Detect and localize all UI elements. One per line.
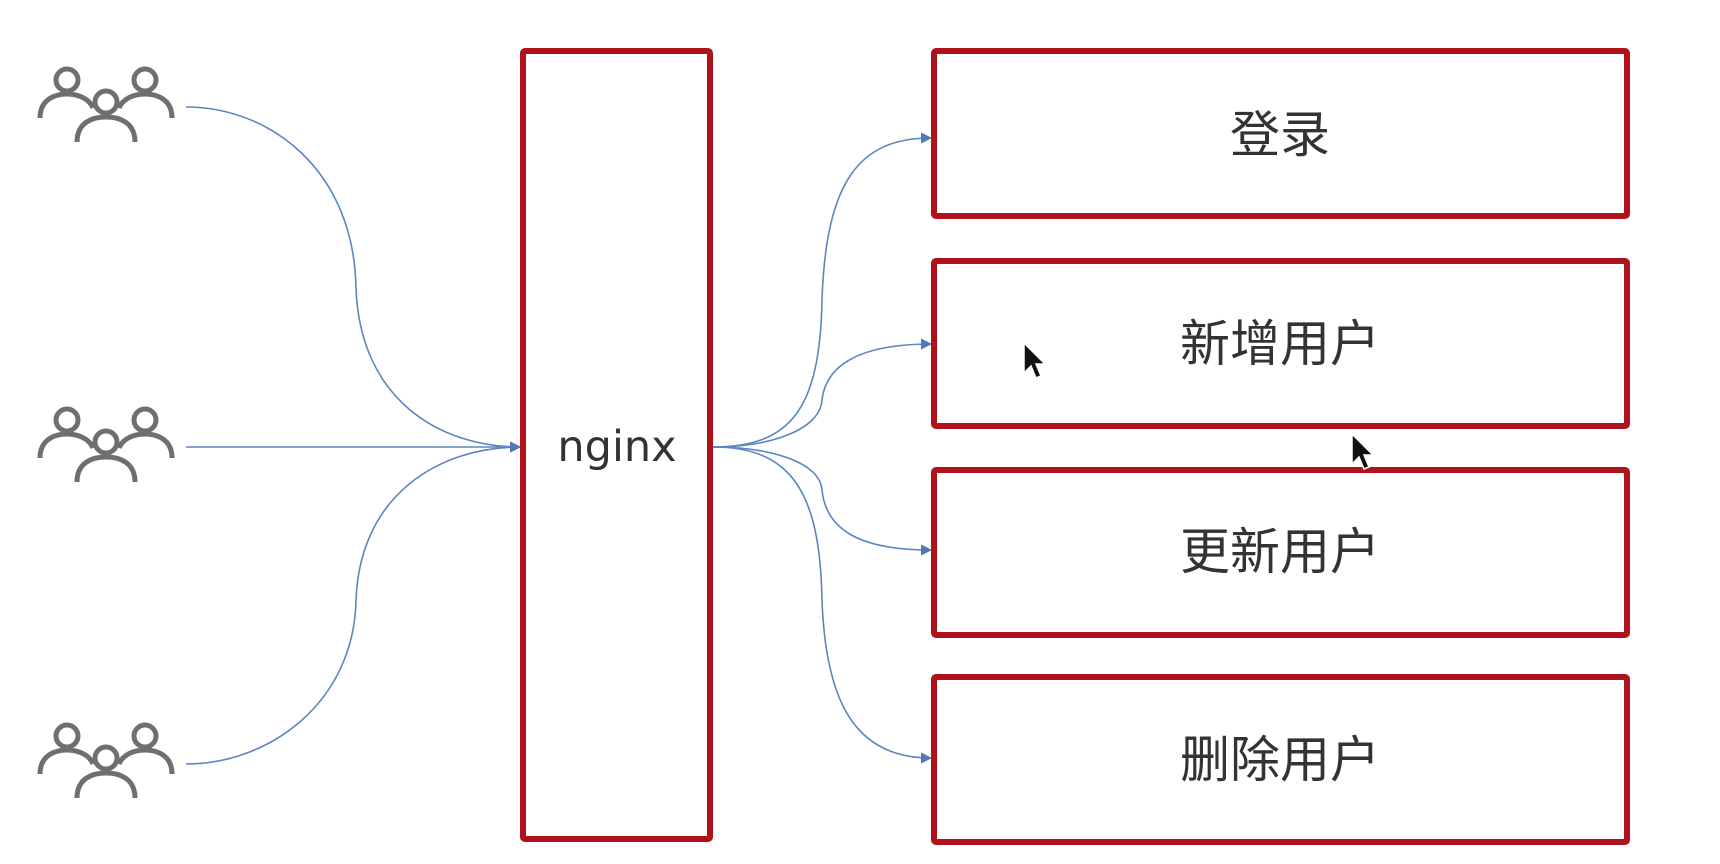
connector-nginx-to-delete-user	[712, 446, 933, 764]
service-label-login: 登录	[1230, 106, 1330, 164]
users-group-icon	[40, 409, 172, 482]
users-group-icon	[40, 725, 172, 798]
service-box	[931, 258, 1630, 429]
nginx-box	[520, 48, 713, 842]
service-delete-user: 删除用户	[931, 674, 1630, 845]
client-group-3	[40, 725, 172, 798]
service-label-update-user: 更新用户	[1180, 523, 1380, 581]
service-label-add-user: 新增用户	[1180, 315, 1380, 373]
service-label-delete-user: 删除用户	[1180, 731, 1380, 789]
service-login: 登录	[931, 48, 1630, 219]
connector-nginx-to-add-user	[712, 338, 933, 448]
service-box	[931, 674, 1630, 845]
service-add-user: 新增用户	[931, 258, 1630, 429]
connector-nginx-to-login	[712, 132, 933, 448]
nginx-label: nginx	[557, 422, 676, 472]
service-update-user: 更新用户	[931, 467, 1630, 638]
mouse-cursor-icon	[1023, 341, 1047, 379]
client-group-1	[40, 69, 172, 142]
connector-nginx-to-update-user	[712, 446, 933, 556]
mouse-cursor-icon	[1351, 432, 1375, 470]
connector-client-1-to-nginx	[185, 106, 522, 453]
service-box	[931, 467, 1630, 638]
service-box	[931, 48, 1630, 219]
connector-client-3-to-nginx	[185, 441, 522, 765]
client-group-2	[40, 409, 172, 482]
nginx-gateway: nginx	[520, 48, 713, 842]
users-group-icon	[40, 69, 172, 142]
